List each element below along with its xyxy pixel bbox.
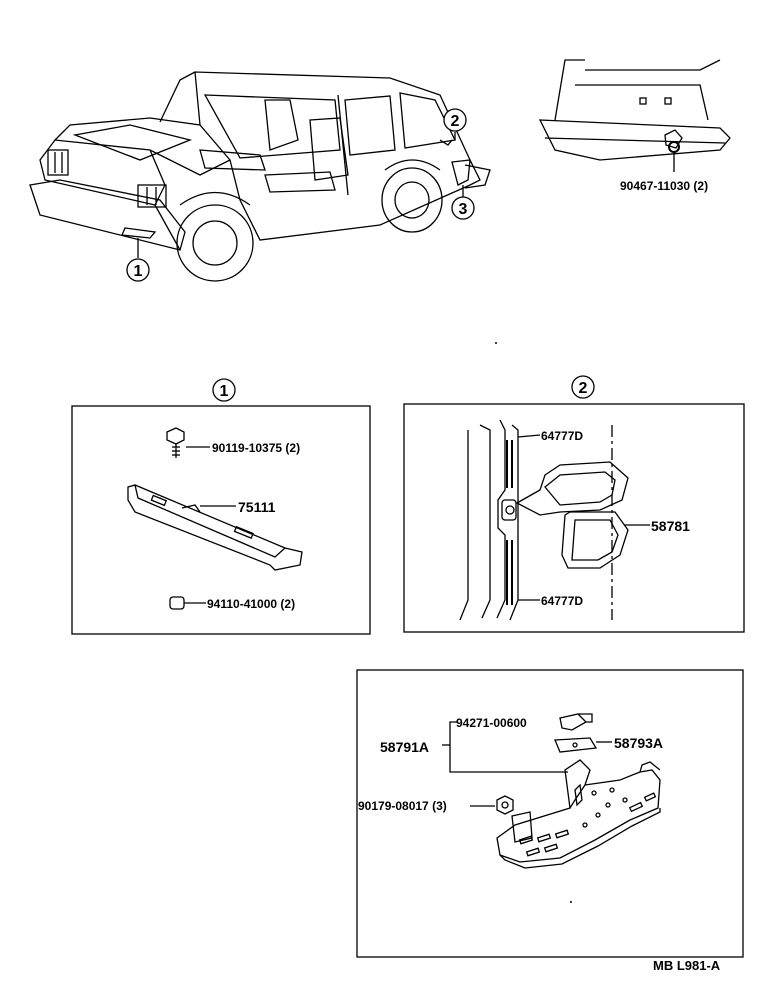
label-64777D-upper: 64777D bbox=[541, 429, 583, 443]
callout-2-label: 2 bbox=[451, 113, 460, 130]
label-90119-10375: 90119-10375 (2) bbox=[212, 441, 300, 455]
vehicle-illustration bbox=[29, 71, 491, 282]
label-90179-08017: 90179-08017 (3) bbox=[358, 799, 447, 813]
rear-bumper-illustration bbox=[538, 59, 731, 161]
panel-2-frame bbox=[403, 403, 745, 633]
label-58793A: 58793A bbox=[614, 735, 663, 751]
bracket-75111-icon bbox=[127, 484, 303, 571]
screw-94271-00600-icon bbox=[559, 713, 593, 731]
panel-1-title-label: 1 bbox=[220, 383, 229, 400]
panel-2-title: 2 bbox=[571, 375, 595, 399]
callout-3-label: 3 bbox=[459, 201, 468, 218]
label-75111: 75111 bbox=[238, 499, 276, 515]
panel-3-frame bbox=[356, 669, 744, 958]
bolt-90119-10375-icon bbox=[166, 427, 185, 458]
panel-2-title-label: 2 bbox=[579, 380, 588, 397]
nut-90179-08017-icon bbox=[496, 795, 514, 815]
panel-1-frame bbox=[71, 405, 371, 635]
plate-58793A-icon bbox=[554, 737, 598, 753]
pillar-illustration bbox=[459, 419, 613, 621]
spare-tire-carrier-icon bbox=[496, 759, 661, 869]
callout-1-overview: 1 bbox=[126, 238, 150, 282]
nut-94110-41000-icon bbox=[169, 596, 185, 610]
callout-2-overview: 2 bbox=[443, 108, 467, 140]
label-58791A: 58791A bbox=[380, 739, 429, 755]
label-90467-11030: 90467-11030 (2) bbox=[620, 179, 708, 193]
label-58781: 58781 bbox=[651, 518, 690, 534]
label-94110-41000: 94110-41000 (2) bbox=[207, 597, 295, 611]
callout-3-overview: 3 bbox=[451, 185, 475, 220]
callout-1-label: 1 bbox=[134, 263, 143, 280]
label-94271-00600: 94271-00600 bbox=[456, 716, 527, 730]
label-64777D-lower: 64777D bbox=[541, 594, 583, 608]
diagram-code: MB L981-A bbox=[653, 958, 721, 973]
panel-1-title: 1 bbox=[212, 378, 236, 402]
assist-grip-58781-icon bbox=[515, 461, 629, 569]
